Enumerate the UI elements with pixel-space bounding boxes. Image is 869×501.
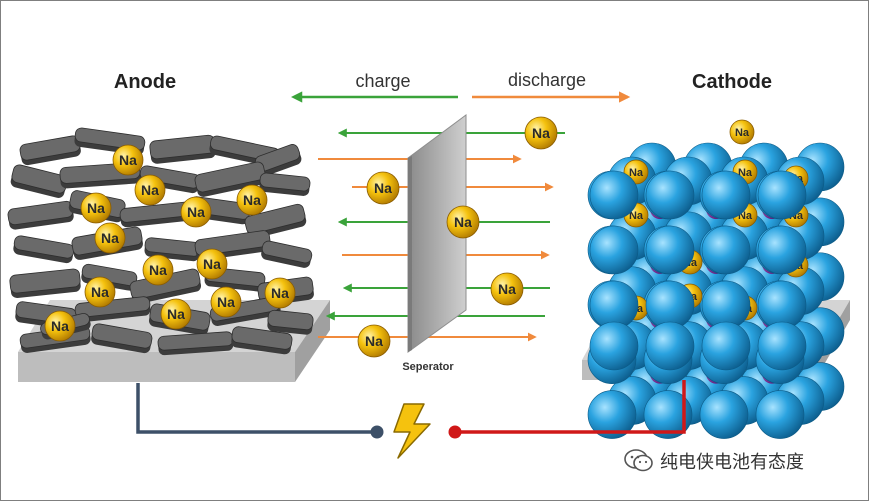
graphite-flake (91, 323, 153, 354)
watermark: 纯电侠电池有态度 (624, 448, 804, 474)
sodium-ion-label: Na (187, 204, 205, 220)
sodium-ion-label: Na (141, 182, 159, 198)
anode-sodium-ion: Na (142, 254, 174, 286)
cathode-host-sphere (701, 321, 751, 371)
sodium-ion-label: Na (735, 127, 750, 139)
anode-sodium-ion: Na (236, 184, 268, 216)
anode-sodium-ion: Na (84, 276, 116, 308)
anode-sodium-ion: Na (210, 286, 242, 318)
graphite-flake (259, 172, 311, 196)
anode-sodium-ion: Na (196, 248, 228, 280)
separator-label: Seperator (402, 361, 454, 373)
anode-sodium-ion: Na (112, 144, 144, 176)
cathode-host-sphere (645, 321, 695, 371)
graphite-flake (10, 164, 68, 198)
separator-membrane (407, 114, 467, 353)
cathode-host-sphere (755, 390, 805, 439)
graphite-flake (19, 135, 81, 166)
sodium-ion-label: Na (91, 284, 109, 300)
cathode-host-sphere (701, 225, 751, 275)
sodium-ion-label: Na (271, 285, 289, 301)
sodium-ion-label: Na (629, 167, 644, 179)
sodium-ion-label: Na (87, 200, 105, 216)
anode-sodium-ion: Na (44, 310, 76, 342)
cathode-host-sphere (587, 390, 637, 439)
migrating-sodium-ion: Na (490, 272, 524, 306)
graphite-flake (149, 134, 216, 164)
discharge-label: discharge (508, 70, 586, 90)
sodium-ion-label: Na (374, 180, 392, 196)
graphite-flake (74, 296, 151, 323)
cathode-terminal (448, 425, 462, 439)
sodium-ion-label: Na (203, 256, 221, 272)
graphite-flake (13, 235, 75, 264)
graphite-flake (9, 268, 81, 298)
anode-sodium-ion: Na (80, 192, 112, 224)
cathode-external-wire (458, 380, 686, 434)
migrating-sodium-ion: Na (366, 171, 400, 205)
cathode-label: Cathode (692, 71, 772, 93)
sodium-ion-label: Na (217, 294, 235, 310)
graphite-flake (194, 161, 267, 197)
graphite-flake (231, 326, 293, 355)
graphite-flake (7, 200, 74, 230)
anode-external-wire (136, 383, 374, 434)
anode-sodium-ion: Na (134, 174, 166, 206)
sodium-ion-label: Na (532, 125, 550, 141)
lightning-bolt-icon (393, 403, 431, 459)
cathode-host-sphere (699, 390, 749, 439)
cathode-host-sphere (589, 225, 639, 275)
cathode-host-sphere (645, 170, 695, 220)
cathode-host-sphere (757, 321, 807, 371)
migrating-sodium-ion: Na (357, 324, 391, 358)
sodium-ion-label: Na (167, 306, 185, 322)
cathode-sodium-ion: Na (623, 159, 649, 185)
anode-terminal (370, 425, 384, 439)
sodium-ion-label: Na (119, 152, 137, 168)
sodium-ion-label: Na (101, 230, 119, 246)
anode-sodium-ion: Na (180, 196, 212, 228)
migrating-sodium-ion: Na (446, 205, 480, 239)
sodium-ion-label: Na (51, 318, 69, 334)
cathode-host-sphere (701, 170, 751, 220)
graphite-flake (267, 309, 314, 335)
cathode-host-sphere (589, 170, 639, 220)
sodium-ion-label: Na (149, 262, 167, 278)
cathode-host-sphere (757, 225, 807, 275)
watermark-text: 纯电侠电池有态度 (660, 452, 804, 473)
migrating-sodium-ion: Na (524, 116, 558, 150)
sodium-ion-label: Na (738, 167, 753, 179)
sodium-ion-label: Na (498, 281, 516, 297)
cathode-host-sphere (645, 225, 695, 275)
anode-sodium-ion: Na (264, 277, 296, 309)
cathode-host-sphere (643, 390, 693, 439)
cathode-host-sphere (757, 170, 807, 220)
graphite-flake (261, 240, 313, 268)
sodium-ion-label: Na (454, 214, 472, 230)
cathode-sodium-ion: Na (729, 119, 755, 145)
anode-sodium-ion: Na (160, 298, 192, 330)
anode-sodium-ion: Na (94, 222, 126, 254)
sodium-ion-label: Na (365, 333, 383, 349)
sodium-ion-label: Na (629, 210, 644, 222)
charge-label: charge (355, 71, 410, 91)
wechat-icon (624, 449, 653, 472)
anode-label: Anode (114, 71, 176, 93)
sodium-ion-label: Na (243, 192, 261, 208)
cathode-host-sphere (589, 321, 639, 371)
